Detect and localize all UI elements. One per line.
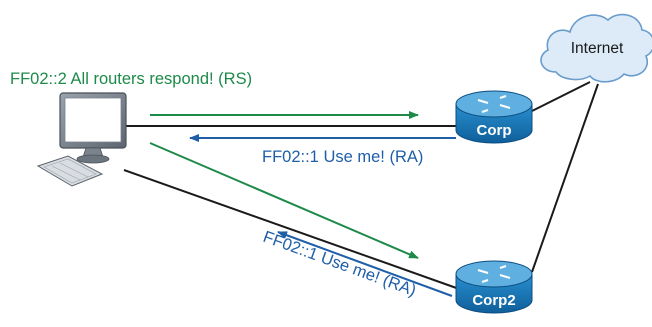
ra-corp2-message-label: FF02::1 Use me! (RA) [261, 228, 419, 300]
links [123, 81, 599, 291]
link-pc-corp2 [123, 169, 463, 291]
router-corp2-label: Corp2 [472, 292, 515, 309]
rs-arrow-to-corp2 [149, 142, 419, 259]
ra-corp-message-label: FF02::1 Use me! (RA) [262, 148, 423, 166]
rs-message-label: FF02::2 All routers respond! (RS) [10, 70, 252, 88]
link-corp-internet [529, 81, 591, 113]
cloud-icon: Internet [540, 13, 652, 83]
internet-label: Internet [571, 40, 624, 57]
ra-arrow-from-corp2 [277, 231, 453, 297]
desktop-computer-icon [36, 92, 127, 187]
router-icon: Corp2 [455, 260, 533, 314]
router-icon: Corp [455, 90, 533, 144]
router-corp-label: Corp [477, 122, 512, 139]
link-corp2-internet [531, 83, 599, 273]
message-arrows [149, 111, 456, 297]
